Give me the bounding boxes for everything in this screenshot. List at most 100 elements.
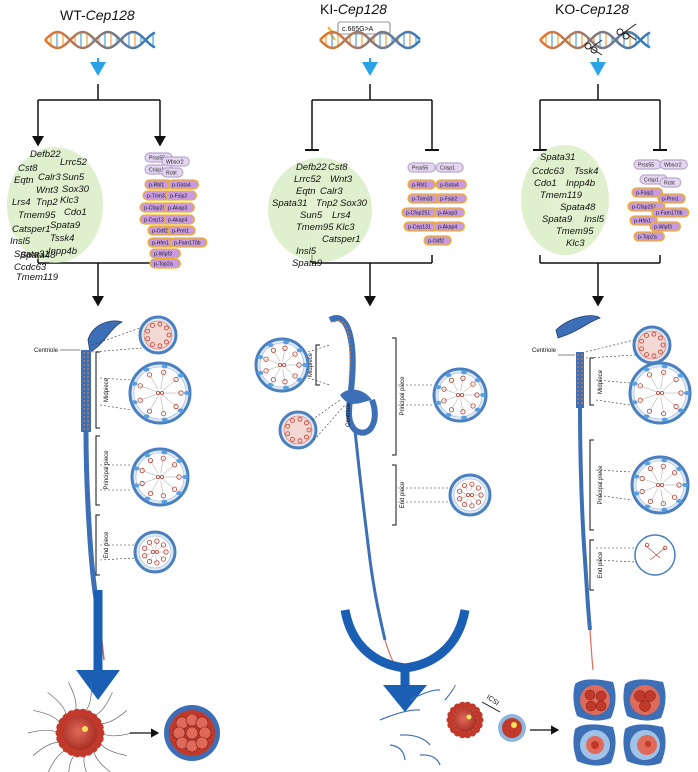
icsi-label: ICSI <box>485 694 500 708</box>
protein-label: Prss55 <box>412 166 428 172</box>
wt-gene-cloud <box>7 147 103 263</box>
gene-label: Tmem119 <box>540 190 583 201</box>
axoneme-cross-section <box>278 410 318 450</box>
wt-fertilized-egg <box>27 682 133 772</box>
protein-label: p-Wipf3 <box>654 225 672 231</box>
protein-pill <box>433 207 465 218</box>
protein-label: p-Gata4 <box>172 183 191 189</box>
protein-label: p-Fsip2 <box>636 191 653 197</box>
protein-pill <box>433 221 465 232</box>
protein-label: p-Prm1 <box>172 229 189 235</box>
gene-label: Ccdc63 <box>532 166 565 177</box>
gene-label: Cst8 <box>18 163 38 174</box>
gene-label: Calr3 <box>320 186 343 197</box>
protein-label: Prss55 <box>638 163 654 169</box>
protein-pill <box>651 207 690 218</box>
scissors-icon-2 <box>584 39 603 56</box>
gene-label: Klc3 <box>566 238 585 249</box>
protein-pill <box>423 235 452 246</box>
gene-label: Spata31 <box>272 198 307 209</box>
gene-label: Catsper1 <box>12 224 51 235</box>
protein-label: Crisp1 <box>644 178 659 184</box>
axoneme-cross-section <box>628 361 692 425</box>
protein-label: Wbscr2 <box>664 163 682 169</box>
axoneme-cross-section <box>432 367 488 423</box>
protein-pill <box>659 177 682 188</box>
wt-label-centriole: Centriole <box>34 348 59 354</box>
ko-cross-sections <box>585 325 692 576</box>
gene-label: Cdo1 <box>64 207 87 218</box>
gene-label: Klc3 <box>336 222 355 233</box>
gene-label: Wnt3 <box>330 174 353 185</box>
ki-label-principal: Principal piece <box>400 376 406 416</box>
gene-label: Klc3 <box>60 195 79 206</box>
protein-pill <box>659 159 688 170</box>
protein-pill <box>165 190 197 201</box>
dna-helix-icon <box>319 30 421 50</box>
gene-label: Tmem95 <box>296 222 334 233</box>
protein-pill <box>161 167 184 178</box>
dna-helix-icon <box>539 30 651 50</box>
protein-label: p-Odf2 <box>428 239 444 245</box>
protein-label: Crisp1 <box>149 168 164 174</box>
gene-label: Sun5 <box>62 172 85 183</box>
ko-label-centriole: Centriole <box>532 348 557 354</box>
protein-label: p-Trim33 <box>147 194 168 200</box>
gene-label: Tnp2 <box>36 197 58 208</box>
protein-label: p-Cep131 <box>144 218 167 224</box>
protein-pill <box>163 202 195 213</box>
wt-cross-sections <box>91 315 192 574</box>
ki-branch <box>305 84 439 307</box>
gene-label: Insl5 <box>584 214 605 225</box>
protein-pill <box>149 258 181 269</box>
protein-label: p-Trim33 <box>412 197 433 203</box>
ki-label-midpiece: Midpiece <box>308 352 314 377</box>
gene-label: Calr3 <box>38 172 61 183</box>
ki-label-endpiece: End piece <box>400 481 406 508</box>
protein-label: p-Rbl1 <box>412 183 427 189</box>
protein-pill <box>435 193 467 204</box>
gene-label: Spata9 <box>542 214 573 225</box>
gene-label: Insl5 <box>10 236 31 247</box>
protein-label: p-Hfm1 <box>152 241 169 247</box>
ko-label-midpiece: Midpiece <box>598 369 604 394</box>
axoneme-cross-section-defective <box>634 534 676 576</box>
ko-sperm <box>555 315 601 671</box>
gene-label: Wnt3 <box>36 185 59 196</box>
protein-pill <box>167 179 199 190</box>
gene-label: Tnp2 <box>316 198 338 209</box>
protein-label: p-Odf2 <box>152 229 168 235</box>
gene-label: Catsper1 <box>322 234 361 245</box>
protein-pill <box>161 156 190 167</box>
axoneme-cross-section <box>138 315 178 355</box>
protein-pill <box>649 221 681 232</box>
ki-label-centriole: Centriole <box>346 402 352 427</box>
protein-pill <box>167 225 196 236</box>
wt-label-midpiece: Midpiece <box>104 377 110 402</box>
ki-title: KI-Cep128 <box>320 1 387 17</box>
icsi-embryos <box>573 679 666 766</box>
protein-pill <box>435 162 464 173</box>
axoneme-cross-section <box>133 530 177 574</box>
protein-label: p-Cfap251 <box>632 205 656 211</box>
mutation-label: c.665G>A <box>342 26 374 33</box>
protein-label: p-Akap4 <box>168 218 187 224</box>
wt-bracket-midpiece <box>95 351 100 429</box>
wt-sperm <box>81 320 124 661</box>
gene-label: Sox30 <box>62 184 90 195</box>
gene-label: Sun5 <box>300 210 323 221</box>
protein-label: p-Akap4 <box>438 225 457 231</box>
protein-pill <box>435 179 467 190</box>
protein-pill <box>163 214 195 225</box>
gene-label: Sox30 <box>340 198 368 209</box>
protein-label: Wbscr2 <box>166 160 184 166</box>
gene-label: Defb22 <box>296 162 327 173</box>
axoneme-cross-section <box>128 361 192 425</box>
gene-label: Insl5 <box>296 246 317 257</box>
protein-pill <box>633 231 665 242</box>
ki-cross-sections <box>254 337 492 517</box>
